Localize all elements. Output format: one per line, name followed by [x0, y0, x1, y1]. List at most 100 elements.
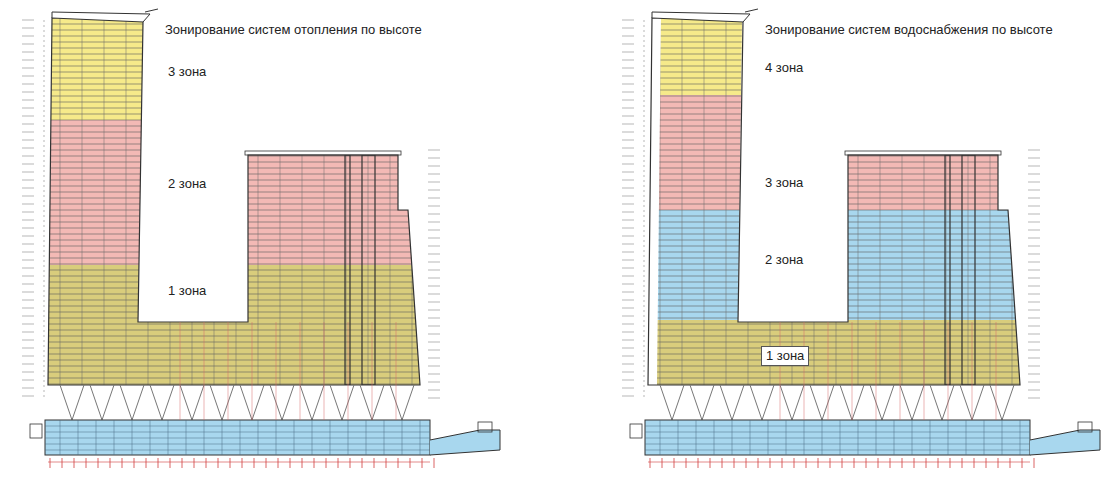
level-tick	[622, 156, 634, 157]
level-tick	[22, 340, 34, 341]
drawing-line	[40, 372, 430, 373]
drawing-line	[240, 420, 241, 455]
axis-tick	[866, 458, 867, 468]
level-tick	[428, 206, 440, 207]
level-tick	[428, 254, 440, 255]
column	[210, 385, 222, 420]
level-tick	[22, 268, 34, 269]
axis-tick	[194, 458, 195, 468]
column	[972, 385, 984, 420]
level-tick	[622, 20, 634, 21]
drawing-line	[640, 48, 1030, 49]
level-tick	[622, 116, 634, 117]
axis-tick	[218, 458, 219, 468]
drawing-line	[368, 18, 369, 385]
drawing-line	[40, 378, 430, 379]
level-tick	[622, 44, 634, 45]
zone-band	[40, 265, 440, 390]
level-tick	[22, 308, 34, 309]
level-tick	[22, 84, 34, 85]
drawing-line	[748, 18, 749, 385]
axis-tick	[98, 458, 99, 468]
axis-line	[972, 322, 973, 420]
column	[960, 385, 972, 420]
level-tick	[428, 318, 440, 319]
level-tick	[622, 396, 634, 397]
level-tick	[22, 124, 34, 125]
level-tick	[22, 300, 34, 301]
ramp	[430, 430, 500, 455]
level-tick	[1028, 174, 1040, 175]
drawing-line	[40, 108, 430, 109]
drawing-line	[912, 420, 913, 455]
drawing-line	[258, 420, 259, 455]
column	[330, 385, 342, 420]
level-tick	[622, 388, 634, 389]
drawing-line	[714, 420, 715, 455]
drawing-line	[402, 420, 403, 455]
drawing-line	[726, 18, 727, 385]
drawing-line	[696, 420, 697, 455]
level-tick	[622, 188, 634, 189]
level-tick	[22, 348, 34, 349]
drawing-line	[640, 288, 1030, 289]
drawing-line	[40, 138, 430, 139]
level-tick	[1028, 158, 1040, 159]
level-tick	[22, 116, 34, 117]
axis-tick	[374, 458, 375, 468]
level-tick	[22, 212, 34, 213]
axis-tick	[926, 458, 927, 468]
axis-tick	[674, 458, 675, 468]
level-tick	[22, 20, 34, 21]
axis-tick	[770, 458, 771, 468]
level-tick	[622, 92, 634, 93]
drawing-line	[45, 444, 430, 445]
axis-line	[996, 322, 997, 420]
column	[912, 385, 924, 420]
level-tick	[22, 316, 34, 317]
axis-tick	[110, 458, 111, 468]
axis-line	[828, 322, 829, 420]
column	[120, 385, 132, 420]
drawing-line	[640, 132, 1030, 133]
drawing-line	[640, 108, 1030, 109]
axis-tick	[938, 458, 939, 468]
drawing-line	[640, 126, 1030, 127]
drawing-line	[640, 150, 1030, 151]
drawing-line	[640, 360, 1030, 361]
drawing-line	[40, 156, 430, 157]
level-tick	[428, 382, 440, 383]
level-tick	[22, 188, 34, 189]
drawing-line	[640, 318, 1030, 319]
column	[360, 385, 372, 420]
zone-band	[640, 320, 1040, 390]
drawing-line	[640, 168, 1030, 169]
drawing-line	[645, 444, 1030, 445]
drawing-line	[640, 348, 1030, 349]
level-tick	[1028, 278, 1040, 279]
level-tick	[22, 148, 34, 149]
drawing-line	[678, 420, 679, 455]
drawing-line	[40, 240, 430, 241]
drawing-line	[40, 162, 430, 163]
drawing-line	[40, 222, 430, 223]
axis-tick	[242, 458, 243, 468]
drawing-line	[858, 420, 859, 455]
drawing-line	[640, 330, 1030, 331]
level-tick	[622, 324, 634, 325]
drawing-line	[60, 420, 61, 455]
drawing-line	[40, 360, 430, 361]
roof-line	[52, 12, 150, 22]
drawing-line	[40, 186, 430, 187]
level-tick	[428, 398, 440, 399]
drawing-line	[145, 9, 158, 12]
axis-line	[804, 322, 805, 420]
drawing-line	[40, 102, 430, 103]
drawing-line	[280, 18, 281, 385]
level-tick	[622, 204, 634, 205]
drawing-line	[222, 420, 223, 455]
drawing-line	[40, 90, 430, 91]
zone-fill	[40, 0, 440, 390]
axis-line	[276, 322, 277, 420]
drawing-line	[804, 420, 805, 455]
